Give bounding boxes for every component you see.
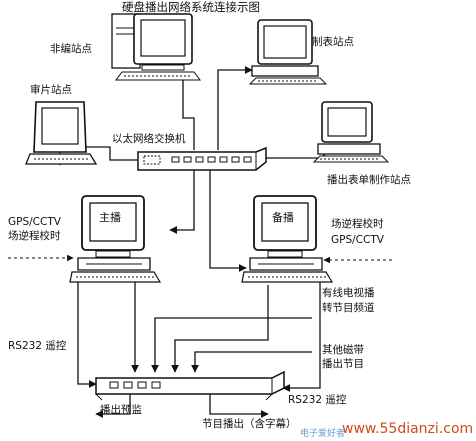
- workstation-main: [69, 195, 162, 283]
- label-cable-2: 转节目频道: [322, 302, 375, 314]
- ethernet-switch: [137, 146, 267, 171]
- label-rs232-right: RS232 遥控: [288, 394, 347, 406]
- link-tab-switch: [217, 66, 253, 150]
- link-switch-backup: [209, 170, 247, 272]
- label-backup-screen: 备播: [272, 211, 294, 224]
- label-preview-output: 播出预监: [100, 404, 142, 416]
- workstation-tab: [248, 19, 328, 85]
- watermark-small: 电子爱好者: [300, 429, 346, 439]
- label-program-output: 节目播出（含字幕）: [202, 418, 297, 430]
- label-tape-2: 播出节目: [322, 358, 364, 370]
- link-switch-main: [169, 170, 195, 234]
- label-main-screen: 主播: [99, 211, 121, 224]
- label-gps-right-1: 场逆程校时: [331, 218, 384, 230]
- link-backup-matrix: [171, 285, 269, 373]
- diagram-title: 硬盘播出网络系统连接示图: [122, 0, 260, 14]
- gps-sync-lines: [8, 254, 392, 264]
- link-program-out: [209, 394, 269, 418]
- label-cable-1: 有线电视播: [322, 287, 375, 299]
- link-rs232-left: [77, 282, 97, 388]
- label-gps-right-2: GPS/CCTV: [331, 234, 384, 246]
- label-nle-station: 非编站点: [50, 43, 92, 55]
- workstation-backup: [241, 195, 334, 283]
- label-switch: 以太网络交换机: [112, 133, 186, 145]
- label-tape-1: 其他磁带: [322, 344, 364, 356]
- link-preview-out: [95, 394, 131, 418]
- label-review-station: 审片站点: [30, 84, 72, 96]
- link-cable-matrix: [151, 317, 312, 373]
- workstation-playlist: [312, 101, 390, 163]
- label-tab-station: 制表站点: [312, 36, 354, 48]
- link-tape-matrix: [191, 351, 312, 373]
- link-rs232-right: [282, 275, 321, 392]
- watermark: www.55dianzi.com: [342, 421, 474, 437]
- label-playlist-station: 播出表单制作站点: [327, 174, 411, 186]
- connection-lines: [56, 66, 331, 418]
- workstation-nle: [111, 13, 201, 81]
- switching-matrix: [95, 370, 285, 401]
- label-gps-left-1: GPS/CCTV: [8, 216, 61, 228]
- laptop-review: [25, 101, 98, 165]
- link-review-switch: [56, 146, 138, 166]
- link-nle-switch: [179, 71, 195, 150]
- label-rs232-left: RS232 遥控: [8, 340, 67, 352]
- label-gps-left-2: 场逆程校时: [8, 230, 61, 242]
